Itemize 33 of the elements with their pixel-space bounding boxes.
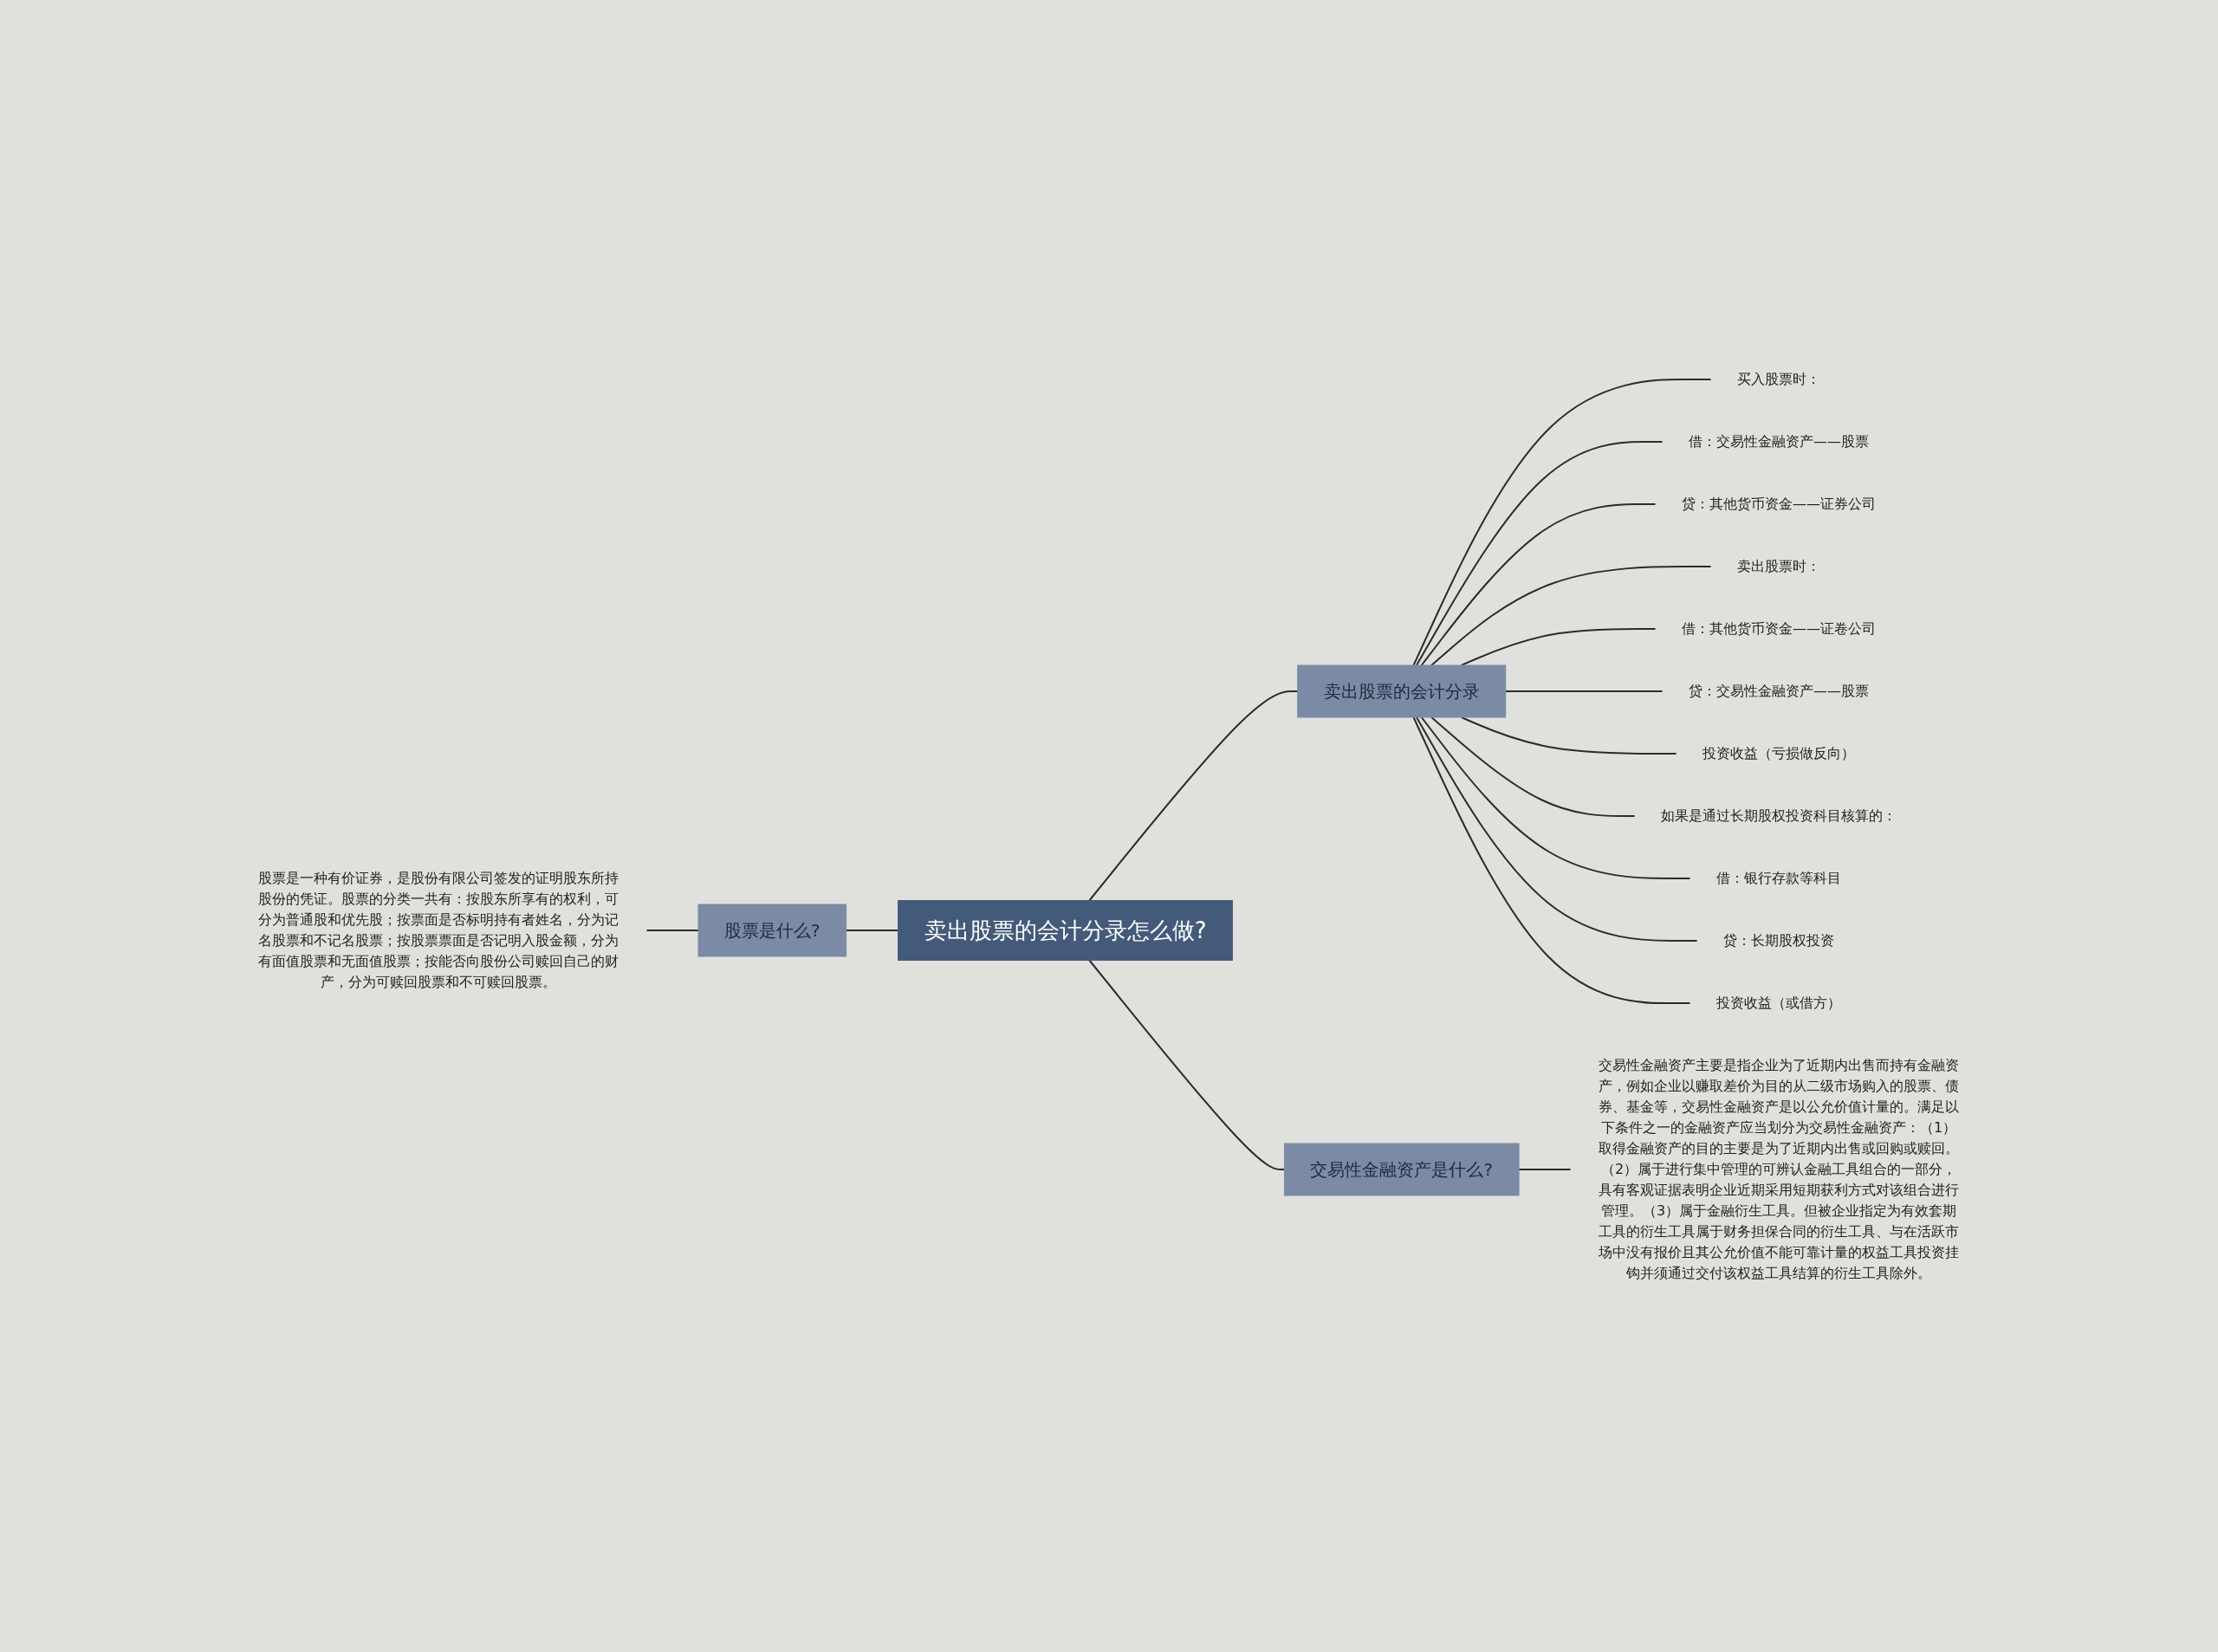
node-box: 股票是什么? [697, 904, 847, 956]
connector [1461, 627, 1657, 666]
connector [1088, 959, 1286, 1170]
connector [1430, 716, 1637, 817]
node-text: 投资收益（或借方） [1716, 994, 1842, 1011]
connector [645, 929, 700, 931]
node-text: 卖出股票时： [1737, 557, 1821, 574]
connector [1518, 1168, 1573, 1170]
connector [1505, 690, 1664, 692]
connector [1461, 716, 1678, 755]
node-text: 借：银行存款等科目 [1716, 869, 1842, 886]
node-text: 贷：其他货币资金——证券公司 [1682, 495, 1877, 512]
connector [1088, 690, 1300, 901]
node-text: 投资收益（亏损做反向） [1702, 744, 1856, 761]
node-box: 交易性金融资产是什么? [1284, 1143, 1521, 1195]
connector [1413, 378, 1713, 666]
node-text: 交易性金融资产主要是指企业为了近期内出售而持有金融资产，例如企业以赚取差价为目的从二级市场购入的股票、债券、基金等，交易性金融资产是以公允价值计量的。满足以下条件之一的金融资产应当划分为交易性金融资产：（1）取得金融资产的目的主要是为了近期内出售或回购或赎回。（2）属于进行集中管理的可辨认金融工具组合的一部分，具有客观证据表明企业近期采用短期获利方式对该组合进行管理。（3）属于金融衍生工具。但被企业指定为有效套期工具的衍生工具属于财务担保合同的衍生工具、与在活跃市场中没有报价且其公允价值不能可靠计量的权益工具投资挂钩并须通过交付该权益工具结算的衍生工具除外。 [1599, 1056, 1960, 1281]
connector [1416, 716, 1699, 942]
node-text: 贷：交易性金融资产——股票 [1689, 682, 1870, 699]
node-text: 借：交易性金融资产——股票 [1689, 432, 1870, 450]
connector [1430, 565, 1713, 666]
connector [846, 929, 900, 931]
node-text: 股票是一种有价证券，是股份有限公司签发的证明股东所持股份的凭证。股票的分类一共有：按股东所享有的权利，可分为普通股和优先股；按票面是否标明持有者姓名，分为记名股票和不记名股票；按股票票面是否记明入股金额，分为有面值股票和无面值股票；按能否向股份公司赎回自己的财产，分为可赎回股票和不可赎回股票。 [258, 869, 619, 990]
node-text: 贷：长期股权投资 [1723, 931, 1835, 949]
node-text: 借：其他货币资金——证卷公司 [1682, 619, 1877, 637]
node-text: 如果是通过长期股权投资科目核算的： [1661, 807, 1897, 824]
node-box: 卖出股票的会计分录 [1297, 664, 1507, 717]
node-box: 卖出股票的会计分录怎么做? [898, 899, 1234, 961]
connector [1421, 502, 1657, 666]
connector [1413, 716, 1692, 1004]
node-text: 买入股票时： [1737, 370, 1821, 387]
connector [1416, 440, 1664, 666]
connector [1421, 716, 1692, 879]
